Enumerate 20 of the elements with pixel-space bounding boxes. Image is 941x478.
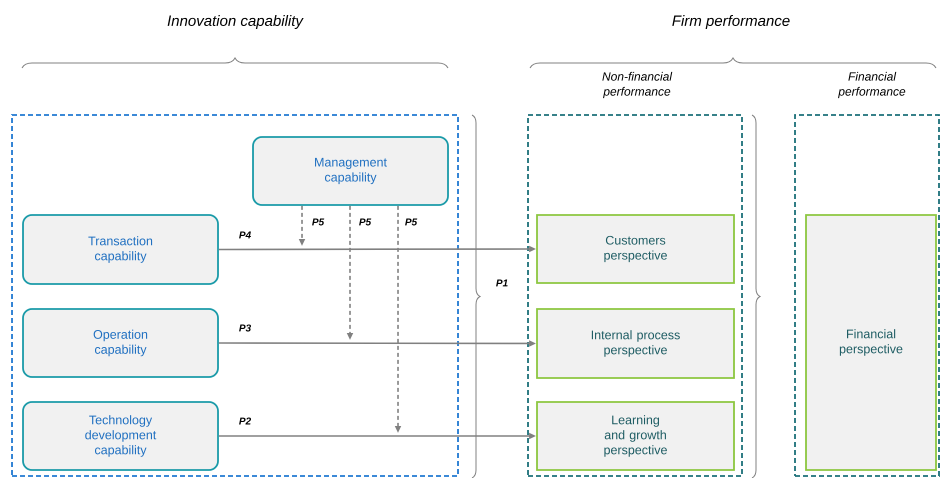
perspective-box: Customers perspective [536, 214, 735, 284]
group-heading: Firm performance [672, 15, 790, 29]
group-heading: Non-financial performance [602, 72, 672, 98]
capability-box: Transaction capability [22, 214, 219, 285]
group-frame [11, 114, 459, 477]
edge-label: P2 [238, 416, 252, 426]
brace-label: P1 [496, 280, 508, 286]
perspective-box: Financial perspective [805, 214, 937, 471]
capability-box: Operation capability [22, 308, 219, 378]
edge-label: P5 [358, 218, 372, 226]
capability-box: Management capability [252, 136, 449, 206]
edge-label: P4 [238, 230, 252, 240]
perspective-box: Internal process perspective [536, 308, 735, 379]
edge-label: P5 [404, 218, 418, 226]
perspective-box: Learning and growth perspective [536, 401, 735, 471]
edge-label: P3 [238, 323, 252, 333]
group-heading: Innovation capability [168, 15, 304, 29]
capability-box: Technology development capability [22, 401, 219, 471]
group-heading: Financial performance [838, 72, 906, 98]
edge-label: P5 [310, 218, 326, 226]
